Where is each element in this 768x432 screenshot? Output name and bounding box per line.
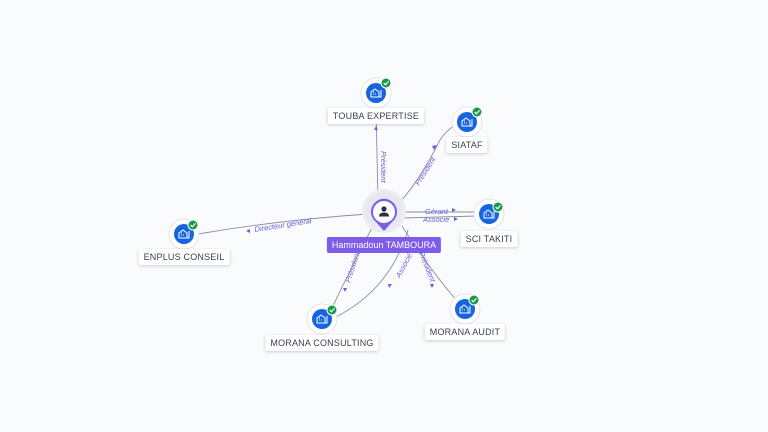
edge-label-mc-associe: Associé [393,252,414,280]
person-icon [379,206,389,217]
edge-siataf [399,123,459,203]
arrow-sci-associe [454,217,458,221]
center-person-label[interactable]: Hammadoun TAMBOURA [326,237,442,253]
company-node-touba[interactable] [360,77,392,109]
edge-label-sci-associe: Associé [422,215,449,224]
check-badge-icon [471,106,483,118]
company-node-moranaaudit[interactable] [449,293,481,325]
check-badge-icon [326,304,338,316]
building-icon [461,117,473,127]
company-label-moranaconsulting[interactable]: MORANA CONSULTING [265,335,379,351]
edge-label-mc-president: Président [343,250,362,284]
building-icon [459,304,471,314]
company-node-scitakiti[interactable] [473,198,505,230]
check-badge-icon [380,77,392,89]
edge-mc-president [329,227,373,313]
building-icon [483,209,495,219]
edge-label-siataf: Président [413,155,438,187]
building-icon [178,229,190,239]
arrow-siataf [432,145,437,150]
check-badge-icon [492,201,504,213]
arrow-mc-associe [388,284,392,288]
arrow-mc-president [343,288,347,292]
edge-ma [401,225,459,303]
center-person-node[interactable] [362,189,406,233]
edge-label-ma: Président [417,250,438,284]
company-label-scitakiti[interactable]: SCI TAKITI [460,231,518,247]
check-badge-icon [187,219,199,231]
arrow-ma [430,284,434,288]
arrow-enplus [246,229,250,233]
company-node-moranaconsulting[interactable] [306,303,338,335]
edge-label-touba: Président [379,151,388,184]
company-label-moranaaudit[interactable]: MORANA AUDIT [424,324,506,340]
edge-enplus [197,213,369,235]
company-label-touba[interactable]: TOUBA EXPERTISE [327,108,425,124]
edge-sci-associe [401,215,479,219]
company-node-enplus[interactable] [168,218,200,250]
arrow-sci-gerant [452,208,456,212]
building-icon [316,314,328,324]
edge-label-sci-gerant: Gérant [425,207,449,216]
building-icon [370,88,382,98]
company-node-siataf[interactable] [451,106,483,138]
arrow-touba [374,126,378,130]
company-label-enplus[interactable]: ENPLUS CONSEIL [138,249,230,265]
edge-label-enplus: Directeur général [254,216,313,234]
check-badge-icon [468,294,480,306]
company-label-siataf[interactable]: SIATAF [446,137,488,153]
